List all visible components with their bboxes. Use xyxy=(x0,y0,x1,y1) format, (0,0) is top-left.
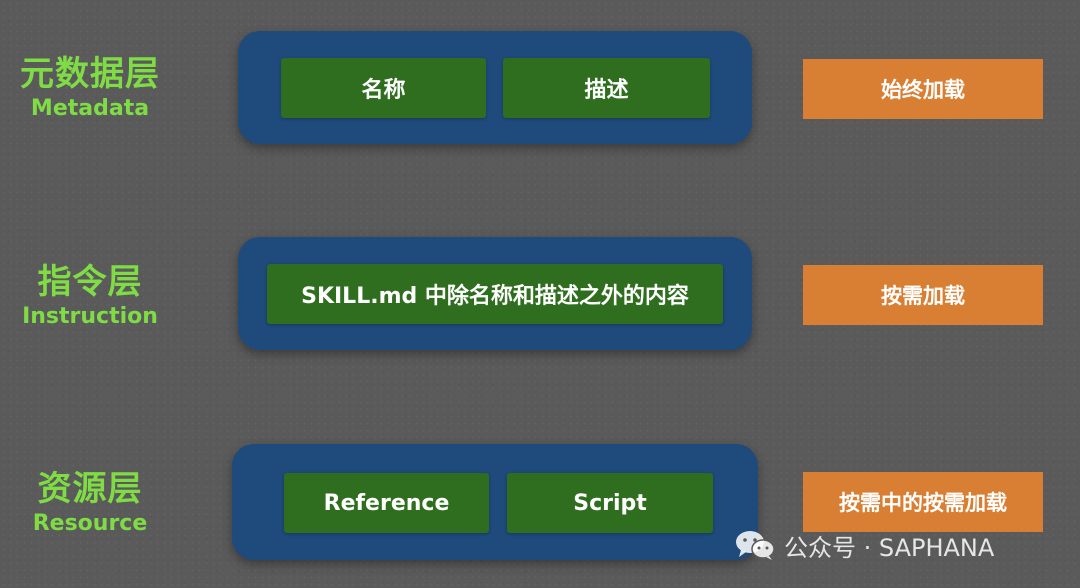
layer-title-cn: 元数据层 xyxy=(20,54,160,94)
layer-label-metadata: 元数据层 Metadata xyxy=(0,52,180,122)
item-reference: Reference xyxy=(284,473,489,533)
watermark: 公众号 · SAPHANA xyxy=(734,528,994,562)
layer-title-en: Resource xyxy=(32,511,148,536)
item-skill-md-content: SKILL.md 中除名称和描述之外的内容 xyxy=(267,264,723,324)
layer-label-instruction: 指令层 Instruction xyxy=(0,260,180,330)
watermark-text: 公众号 · SAPHANA xyxy=(784,533,995,562)
loading-nested-on-demand-badge: 按需中的按需加载 xyxy=(803,472,1043,532)
item-script: Script xyxy=(507,473,713,533)
layer-title-cn: 资源层 xyxy=(37,469,143,509)
item-description: 描述 xyxy=(503,58,710,118)
loading-always-badge: 始终加载 xyxy=(803,59,1043,119)
layer-title-cn: 指令层 xyxy=(37,262,143,302)
loading-on-demand-badge: 按需加载 xyxy=(803,265,1043,325)
layer-title-en: Instruction xyxy=(22,304,158,329)
item-name: 名称 xyxy=(281,58,486,118)
layer-label-resource: 资源层 Resource xyxy=(0,467,180,537)
layer-title-en: Metadata xyxy=(30,96,150,121)
wechat-icon xyxy=(736,531,775,560)
